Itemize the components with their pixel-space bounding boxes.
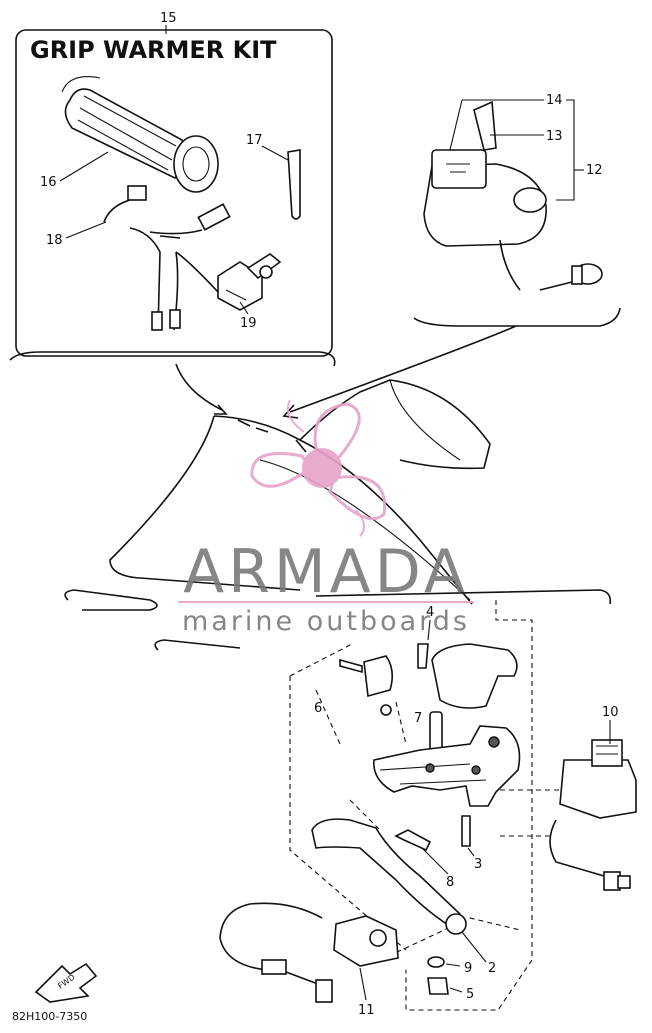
diagram-code: 82H100-7350 xyxy=(12,1010,87,1023)
callout-10: 10 xyxy=(602,705,619,720)
callout-16: 16 xyxy=(40,175,57,190)
callout-13: 13 xyxy=(546,129,563,144)
watermark-tagline: marine outboards xyxy=(182,606,470,637)
handlebar-switch-group xyxy=(282,100,621,419)
propeller-icon xyxy=(250,399,387,537)
callout-2: 2 xyxy=(488,961,496,976)
armada-logo-watermark: ARMADA marine outboards xyxy=(178,399,474,637)
callout-4: 4 xyxy=(426,605,434,620)
wire-harness-part xyxy=(103,185,231,331)
callout-6: 6 xyxy=(314,701,322,716)
grip-warmer-kit-group: 15 GRIP WARMER KIT 16 17 xyxy=(9,11,336,415)
fwd-arrow-icon: FWD xyxy=(34,962,98,1003)
callout-5: 5 xyxy=(466,987,474,1002)
toggle-switch-part xyxy=(217,253,282,311)
heated-grip-part xyxy=(61,76,219,193)
callout-18: 18 xyxy=(46,233,63,248)
callout-7: 7 xyxy=(414,711,422,726)
snowmobile-outline xyxy=(64,379,491,651)
callout-8: 8 xyxy=(446,875,454,890)
callout-12: 12 xyxy=(586,163,603,178)
callout-11: 11 xyxy=(358,1003,375,1018)
callout-14: 14 xyxy=(546,93,563,108)
callout-9: 9 xyxy=(464,961,472,976)
kit-title: GRIP WARMER KIT xyxy=(30,36,277,64)
callout-19: 19 xyxy=(240,316,257,331)
callout-3: 3 xyxy=(474,857,482,872)
brake-assembly-group: 4 6 7 3 8 2 9 5 xyxy=(219,589,637,1018)
callout-15: 15 xyxy=(160,11,177,26)
cable-tie-part xyxy=(287,149,301,220)
callout-17: 17 xyxy=(246,133,263,148)
watermark-brand: ARMADA xyxy=(183,537,469,607)
kit-frame xyxy=(15,29,333,357)
